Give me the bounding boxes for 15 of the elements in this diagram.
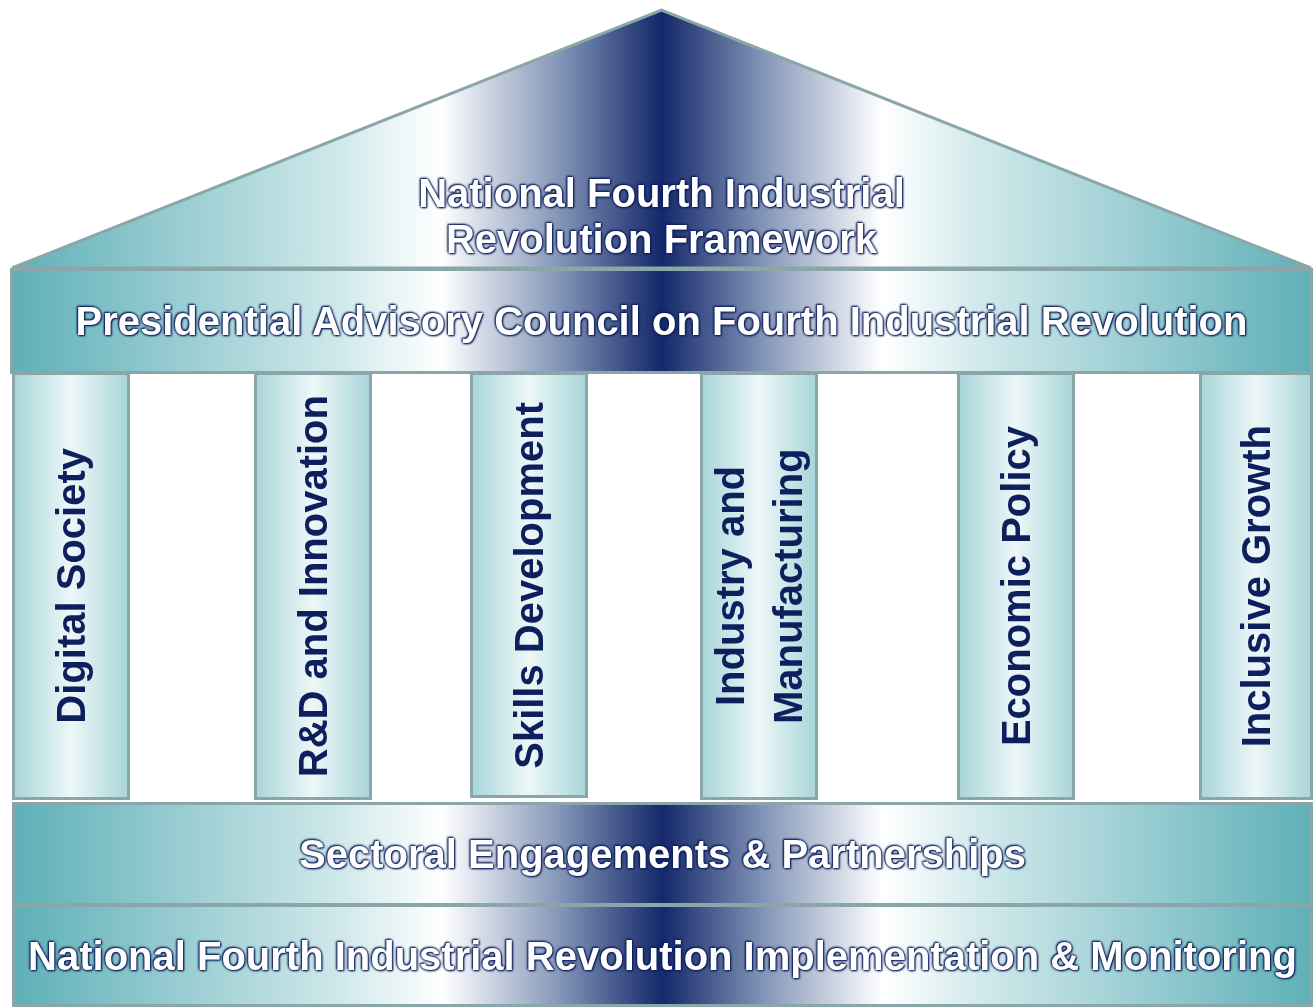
horizontal-band — [10, 268, 1313, 374]
pillar-label: Skills Development — [506, 401, 552, 769]
pillar-label: Economic Policy — [993, 425, 1039, 747]
pillar — [700, 372, 818, 800]
pillar — [957, 372, 1075, 800]
pillar — [254, 372, 372, 800]
pillar — [12, 372, 130, 800]
pillar-label: Inclusive Growth — [1233, 424, 1279, 748]
pillar-label: Digital Society — [48, 448, 94, 724]
horizontal-band — [12, 802, 1313, 906]
horizontal-band — [12, 904, 1313, 1007]
pillar — [1199, 372, 1313, 800]
pillar — [470, 372, 588, 798]
pillar-label: R&D and Innovation — [290, 394, 336, 778]
pillar-label: Industry and Manufacturing — [707, 447, 811, 726]
